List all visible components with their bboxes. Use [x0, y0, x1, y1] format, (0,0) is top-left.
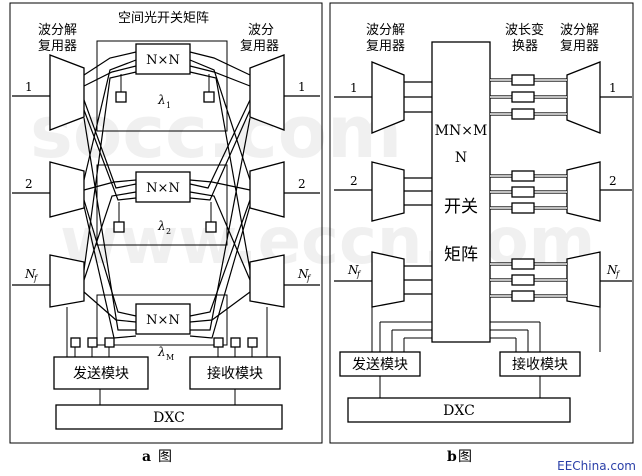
port-square-a4 [205, 221, 217, 233]
wavelength-converters [490, 74, 567, 302]
transmit-label-a: 发送模块 [73, 366, 129, 382]
lambda-2-sub: 2 [166, 227, 171, 236]
demux-1 [49, 54, 85, 131]
port-left-nf: N [24, 267, 36, 281]
port-right-nf-sub: f [306, 274, 312, 283]
port-right-2: 2 [298, 177, 306, 191]
lambda-m-sub: M [166, 353, 174, 362]
demux-nf [49, 254, 85, 308]
port-right-nf: N [297, 267, 309, 281]
switch-box-m [135, 303, 191, 335]
caption-b-text: 图 [458, 449, 472, 465]
lambda-1-sub: 1 [166, 101, 171, 110]
matrix-label-3: 开关 [444, 197, 478, 217]
demux-2 [49, 161, 85, 218]
matrix-label-4: 矩阵 [444, 245, 478, 265]
receive-module-b [499, 351, 581, 377]
mn-switch-matrix [431, 41, 491, 343]
b-port-left-nf: N [347, 263, 359, 277]
diagram-b: 波分解 复用器 波长变 换器 波分解 复用器 MN×M N 开关 矩阵 1 2 … [329, 2, 634, 465]
b-port-right-nf-sub: f [615, 270, 621, 279]
transmit-module-a [53, 356, 149, 390]
fiber-mesh-a [83, 51, 251, 339]
mux-label-line1: 波分 [248, 23, 274, 38]
switch-box-2 [135, 171, 191, 203]
dxc-box-a [55, 404, 283, 430]
mux-nf [249, 254, 285, 308]
port-square-a2 [203, 91, 215, 103]
port-square-a3 [113, 221, 125, 233]
port-square-a1 [115, 91, 127, 103]
b-port-right-nf: N [606, 263, 618, 277]
diagram-a-frame [9, 2, 323, 444]
dxc-label-a: DXC [153, 410, 185, 426]
receive-label-b: 接收模块 [512, 356, 568, 373]
switch-matrix-label: 空间光开关矩阵 [118, 11, 209, 26]
switch-label-m: N×N [146, 313, 180, 328]
b-mux-1 [566, 61, 601, 134]
b-port-left-1: 1 [350, 81, 358, 95]
mux-label-line2: 复用器 [240, 39, 279, 54]
b-demux-1 [371, 61, 405, 134]
port-right-1: 1 [298, 80, 306, 94]
lambda-2: λ [157, 219, 166, 233]
port-left-2: 2 [25, 177, 33, 191]
transmit-label-b: 发送模块 [352, 357, 408, 373]
eechina-watermark: EEChina.com [557, 459, 636, 473]
b-demux-2 [371, 161, 405, 222]
switch-box-1 [135, 43, 191, 75]
mux-1 [249, 54, 285, 131]
converter-label-line1: 波长变 [505, 22, 544, 38]
b-port-right-1: 1 [609, 81, 617, 95]
diagram-a: 波分解 复用器 空间光开关矩阵 波分 复用器 1 2 N f 1 2 N f [9, 2, 323, 465]
b-port-right-2: 2 [609, 174, 617, 188]
mux-2 [249, 161, 285, 218]
b-mux-nf [566, 251, 601, 308]
caption-b-letter: b [447, 449, 457, 465]
b-demux-label-line1: 波分解 [366, 23, 405, 38]
b-port-left-2: 2 [350, 174, 358, 188]
dxc-box-b [347, 397, 571, 423]
switch-outer-1 [96, 40, 228, 132]
receive-label-a: 接收模块 [207, 365, 263, 382]
switch-label-2: N×N [146, 181, 180, 196]
caption-a-text: 图 [158, 449, 172, 465]
caption-a-letter: a [142, 449, 151, 465]
lambda-1: λ [157, 93, 166, 107]
demux-label-line2: 复用器 [38, 39, 77, 54]
lambda-m: λ [157, 345, 166, 359]
switch-outer-2 [96, 164, 228, 246]
port-left-1: 1 [25, 80, 33, 94]
matrix-label-1: MN×M [435, 123, 488, 139]
switch-label-1: N×N [146, 53, 180, 68]
matrix-label-2: N [455, 150, 467, 166]
converter-label-line2: 换器 [512, 39, 538, 54]
switch-outer-m [96, 294, 228, 346]
b-demux-nf [371, 251, 405, 308]
port-left-nf-sub: f [33, 274, 39, 283]
demux-label-line1: 波分解 [38, 23, 77, 38]
diagram-b-frame [329, 2, 634, 444]
b-mux-label-line2: 复用器 [560, 39, 599, 54]
transmit-module-b [339, 351, 421, 377]
b-mux-label-line1: 波分解 [560, 23, 599, 38]
b-demux-label-line2: 复用器 [366, 39, 405, 54]
b-mux-2 [566, 161, 601, 222]
dxc-label-b: DXC [443, 403, 475, 419]
b-port-left-nf-sub: f [356, 270, 362, 279]
